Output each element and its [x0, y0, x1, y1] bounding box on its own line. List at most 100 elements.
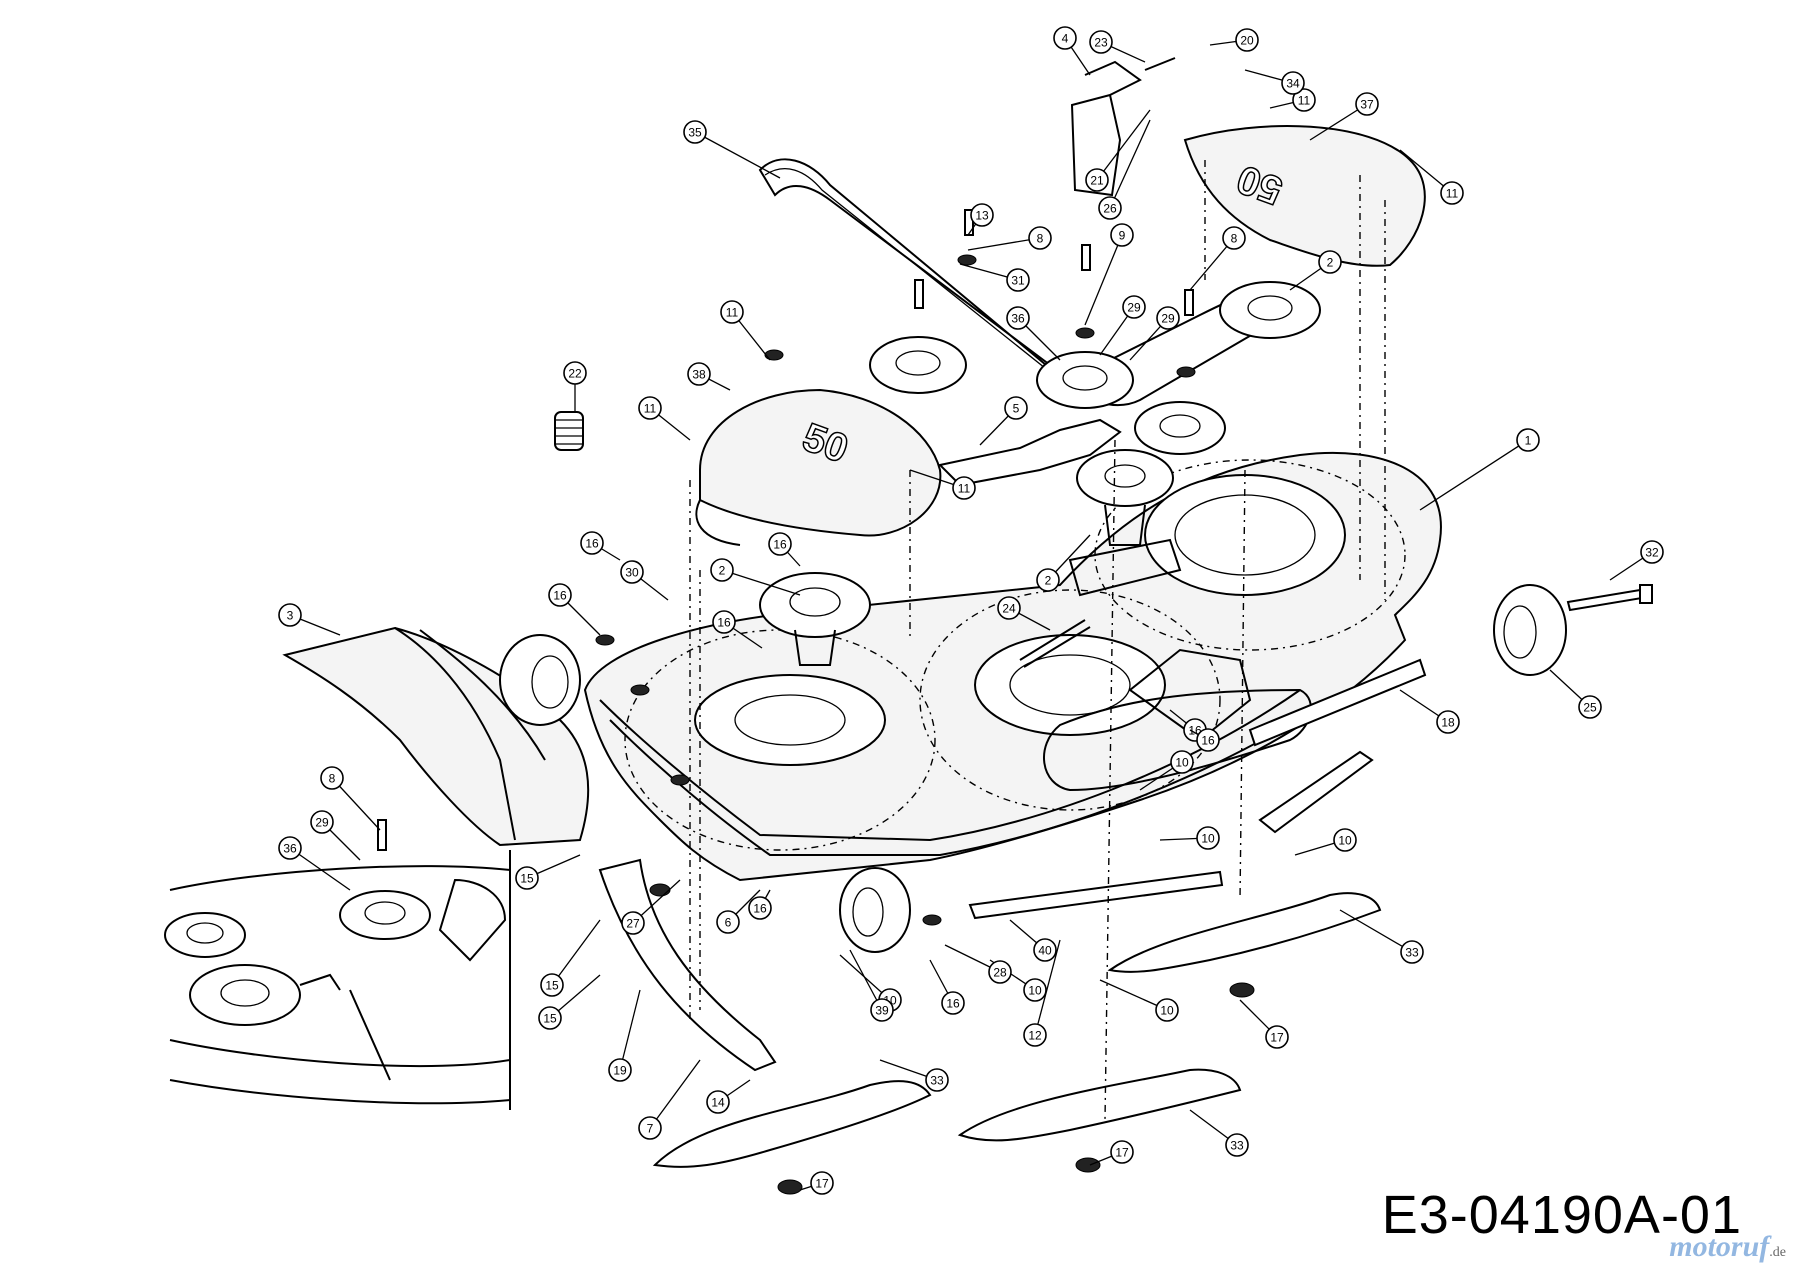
callout-bubble — [706, 1090, 730, 1114]
callout-spindle-assembly: 2 — [1036, 534, 1091, 592]
callout-spindle-assembly: 2 — [710, 558, 801, 596]
callout-label: 37 — [1360, 98, 1374, 112]
callout-label: 8 — [1231, 232, 1238, 246]
callout-label: 30 — [625, 566, 639, 580]
callout-label: 15 — [545, 979, 559, 993]
callout-belt-cover-left: 38 — [687, 362, 731, 391]
callout-label: 15 — [543, 1012, 557, 1026]
callout-label: 2 — [1327, 256, 1334, 270]
callout-label: 7 — [647, 1122, 654, 1136]
callout-bubble — [1122, 295, 1146, 319]
callout-label: 10 — [1160, 1004, 1174, 1018]
leader-line — [649, 1059, 701, 1129]
callout-bubble — [1516, 428, 1540, 452]
callout-blade-nut: 17 — [1239, 999, 1289, 1049]
callout-bracket: 27 — [621, 879, 681, 935]
callout-label: 10 — [1201, 832, 1215, 846]
callout-label: 20 — [1240, 34, 1254, 48]
callout-nut: 16 — [748, 889, 772, 920]
callout-label: 23 — [1094, 36, 1108, 50]
callout-screw: 10 — [1099, 979, 1179, 1022]
callout-bubble — [1028, 226, 1052, 250]
callout-nut: 16 — [1189, 728, 1220, 752]
spindle-assembly — [759, 504, 1146, 666]
callout-nut: 16 — [929, 959, 965, 1015]
callout-label: 33 — [930, 1074, 944, 1088]
callout-nut: 11 — [720, 300, 771, 361]
callout-mower-blade: 33 — [1339, 909, 1424, 964]
callout-bubble — [1053, 26, 1077, 50]
callout-bubble — [515, 866, 539, 890]
callout-label: 16 — [753, 902, 767, 916]
callout-bubble — [1036, 568, 1060, 592]
leader-line — [619, 989, 641, 1071]
callout-bubble — [925, 1068, 949, 1092]
callout-label: 16 — [553, 589, 567, 603]
callout-label: 19 — [613, 1064, 627, 1078]
callout-belt-cover-right: 37 — [1309, 92, 1379, 141]
callout-label: 11 — [1446, 187, 1459, 201]
callout-label: 32 — [1645, 546, 1659, 560]
callout-baffle: 40 — [1009, 919, 1057, 962]
callout-spacer: 28 — [944, 944, 1012, 984]
leader-line — [1034, 939, 1061, 1036]
callout-spring-clip: 21 — [1085, 109, 1151, 192]
callout-label: 6 — [725, 916, 732, 930]
callout-bubble — [1170, 750, 1194, 774]
callout-bubble — [1155, 998, 1179, 1022]
callout-bubble — [870, 998, 894, 1022]
callout-mower-blade: 33 — [1189, 1109, 1249, 1157]
callout-label: 1 — [1525, 434, 1532, 448]
callout-screw: 15 — [515, 854, 581, 890]
callout-bubble — [278, 836, 302, 860]
callout-nut: 11 — [1399, 149, 1464, 205]
callout-label: 2 — [719, 564, 726, 578]
callout-washer: 26 — [1098, 119, 1151, 220]
callout-bubble — [1578, 695, 1602, 719]
callout-screw: 15 — [538, 974, 601, 1030]
callout-bubble — [638, 396, 662, 420]
watermark-text: motoruf — [1669, 1230, 1770, 1263]
belt-cover-left: 50 — [695, 388, 942, 546]
callout-nut: 16 — [548, 583, 601, 636]
callout-nut: 16 — [768, 532, 801, 567]
callout-label: 16 — [717, 616, 731, 630]
callout-label: 4 — [1062, 32, 1069, 46]
callout-bubble — [952, 476, 976, 500]
callout-bubble — [310, 810, 334, 834]
callout-label: 9 — [1119, 229, 1126, 243]
callout-bubble — [1400, 940, 1424, 964]
callout-bubble — [941, 991, 965, 1015]
callout-bubble — [720, 300, 744, 324]
callout-bubble — [620, 560, 644, 584]
leader-line — [1084, 234, 1123, 326]
callout-bubble — [1333, 828, 1357, 852]
callout-washer: 29 — [1099, 295, 1146, 356]
callout-label: 16 — [946, 997, 960, 1011]
callout-deck-housing: 1 — [1419, 428, 1540, 511]
callout-bracket: 4 — [1053, 26, 1091, 76]
callout-label: 2 — [1045, 574, 1052, 588]
leader-line — [967, 237, 1041, 251]
callout-bubble — [1196, 728, 1220, 752]
callout-bolt: 9 — [1084, 223, 1134, 326]
callout-label: 31 — [1011, 274, 1025, 288]
callout-label: 40 — [1038, 944, 1052, 958]
callout-label: 26 — [1103, 202, 1117, 216]
belt-cover-right: 50 — [1183, 125, 1426, 267]
callout-bubble — [988, 960, 1012, 984]
callout-label: 8 — [1037, 232, 1044, 246]
stabilizer-bar — [598, 858, 777, 1072]
callout-wheel-bracket: 6 — [716, 889, 761, 934]
callout-label: 35 — [688, 126, 702, 140]
callout-label: 39 — [875, 1004, 889, 1018]
deck-housing — [583, 451, 1442, 882]
callout-bubble — [608, 1058, 632, 1082]
callout-idler-arm: 5 — [979, 396, 1028, 446]
callout-bubble — [540, 973, 564, 997]
callout-bubble — [1292, 88, 1316, 112]
inset-detail — [164, 850, 511, 1110]
leader-line — [551, 919, 601, 986]
callout-bubble — [278, 603, 302, 627]
